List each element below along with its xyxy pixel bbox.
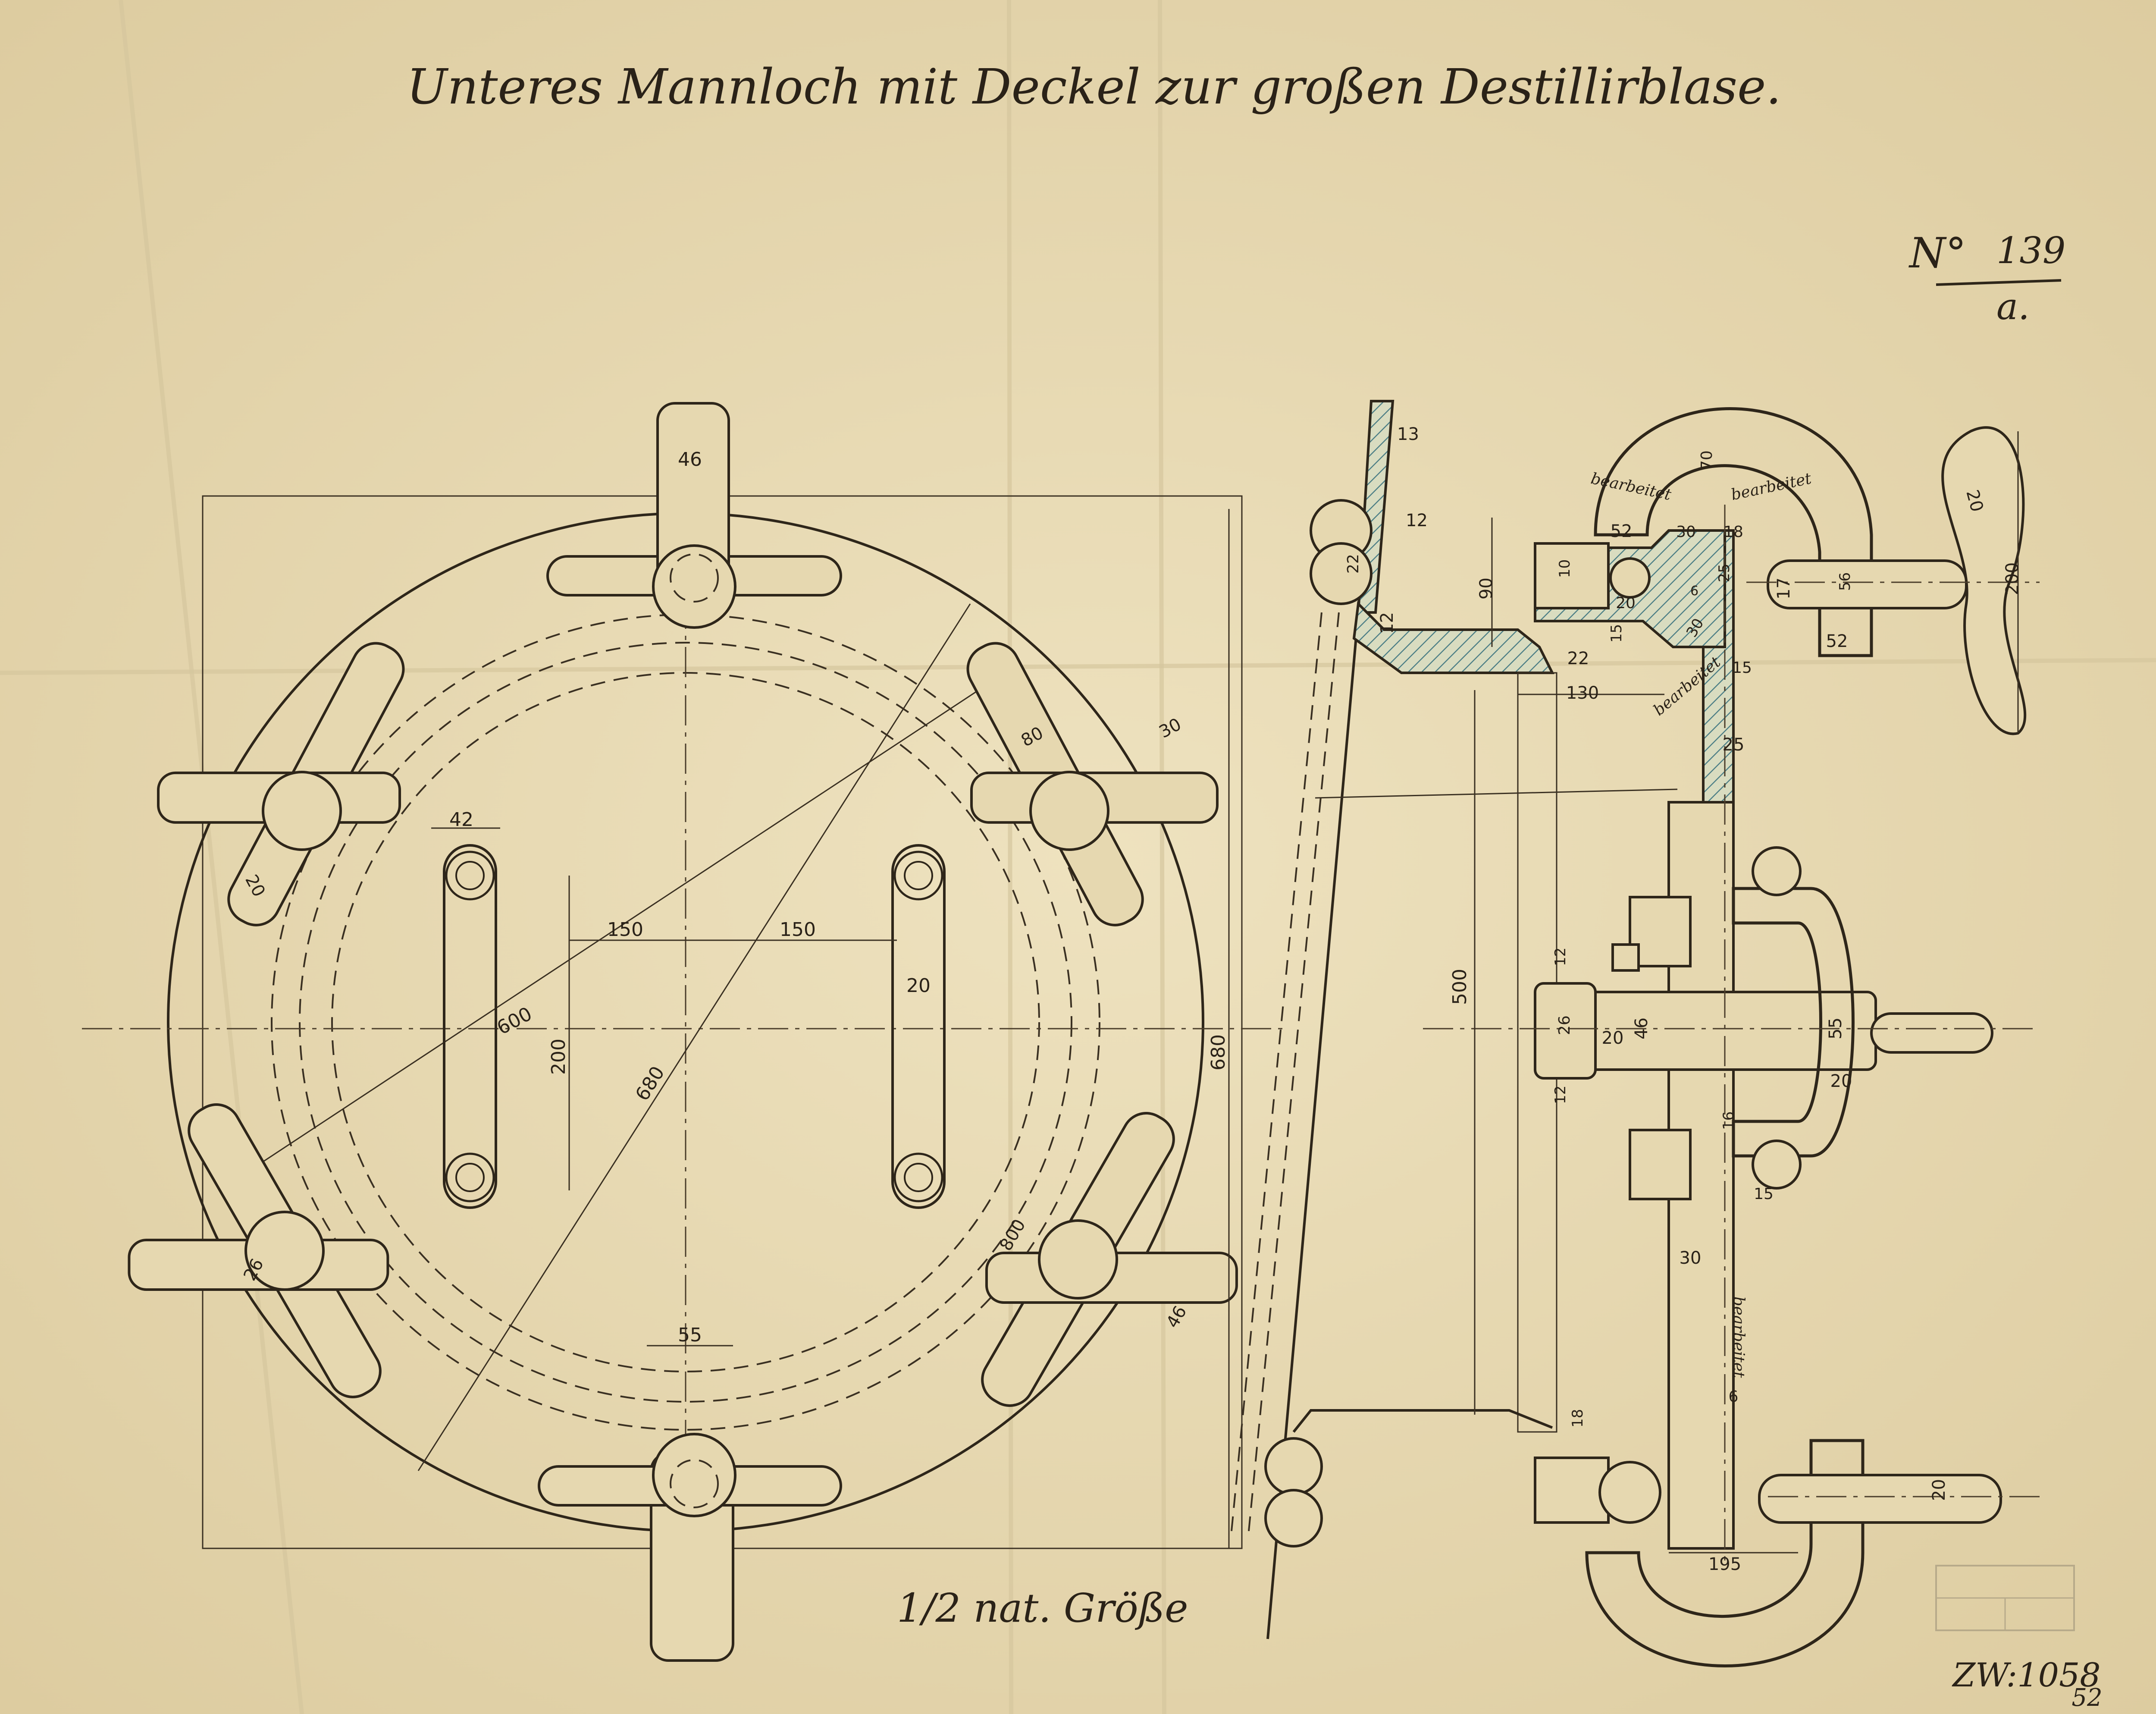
- dim-label: 150: [780, 919, 816, 941]
- inner-handle-right: [891, 844, 946, 1209]
- dim-label: 56: [1836, 572, 1854, 591]
- dim-label: 200: [2002, 562, 2022, 595]
- dim-label: 20: [1602, 1028, 1624, 1048]
- dim-label: 70: [1698, 450, 1716, 470]
- dim-label: 46: [678, 449, 702, 471]
- dim-label: 90: [1476, 578, 1496, 600]
- clamp-top: [546, 402, 842, 629]
- dim-label: 55: [678, 1324, 702, 1346]
- dim-label: 22: [1344, 554, 1362, 574]
- hinge-bracket: [1732, 887, 1855, 1158]
- archive-number: ZW:1058: [1952, 1656, 2100, 1694]
- dim-label: 150: [607, 919, 643, 941]
- dim-label: 26: [1556, 1015, 1573, 1035]
- sheet-number-block: N° 139 a.: [1908, 229, 2065, 328]
- dim-label: 30: [1680, 1248, 1702, 1268]
- clamp-lower-right: [981, 1112, 1238, 1407]
- dim-label: 12: [1377, 612, 1397, 634]
- dim-label: 18: [1569, 1409, 1586, 1428]
- dim-label: 6: [1729, 1388, 1739, 1406]
- dim-label: 16: [1720, 1111, 1737, 1130]
- dim-label: 13: [1397, 424, 1419, 444]
- dim-label: 52: [1826, 631, 1848, 651]
- clamp-lower-left: [128, 1103, 389, 1398]
- sheet-suffix: a.: [1996, 286, 2030, 328]
- plan-view: 46 42 150 150 20 200 600 680 680 55 20 2…: [82, 402, 1285, 1662]
- clamp-upper-right: [966, 642, 1219, 926]
- dim-label: 200: [548, 1039, 570, 1075]
- dim-label: 15: [1732, 659, 1752, 677]
- dim-label: 22: [1567, 649, 1589, 669]
- diameter-line-680: [417, 603, 971, 1471]
- dim-label: 20: [1616, 594, 1636, 612]
- clamp-bottom: [538, 1433, 842, 1662]
- dim-label: 6: [1690, 584, 1698, 599]
- sheet-number: 139: [1996, 229, 2065, 272]
- archive-suffix: 52: [2071, 1684, 2102, 1712]
- dim-label: 20: [906, 975, 931, 997]
- sheet-number-prefix: N°: [1908, 229, 1966, 277]
- dim-label: 20: [1929, 1479, 1949, 1501]
- fold-crease: [119, 0, 304, 1714]
- dim-label: 52: [1611, 521, 1633, 541]
- dim-label: 25: [1716, 564, 1733, 582]
- dim-label: 12: [1552, 948, 1569, 966]
- dim-label: 17: [1774, 578, 1794, 600]
- scale-note: 1/2 nat. Größe: [897, 1585, 1188, 1631]
- clamp-upper-left: [157, 642, 405, 926]
- dim-label: 680: [1207, 1034, 1229, 1070]
- fold-crease: [1007, 0, 1013, 1714]
- dim-label: 130: [1566, 683, 1599, 703]
- dim-label: 15: [1754, 1185, 1774, 1203]
- dim-label: 42: [449, 809, 473, 831]
- drawing-title: Unteres Mannloch mit Deckel zur großen D…: [407, 59, 1781, 115]
- fold-crease: [1158, 0, 1166, 1714]
- sheet-number-rule: [1936, 279, 2062, 286]
- dim-label: 25: [1723, 735, 1745, 755]
- dim-label: 12: [1552, 1086, 1569, 1104]
- gasket-ellipse-middle: [299, 642, 1072, 1403]
- ring-angle: [1352, 601, 1554, 674]
- dim-label: 18: [1724, 523, 1743, 541]
- clamp-bow-top: [1594, 407, 1873, 657]
- dim-label: 46: [1632, 1017, 1651, 1039]
- archive-stamp: [1935, 1565, 2075, 1631]
- dim-label: 12: [1406, 511, 1428, 531]
- machining-note: bearbeitet: [1730, 1296, 1747, 1378]
- dim-label: 20: [1830, 1071, 1852, 1091]
- inner-handle-left: [443, 844, 497, 1209]
- dim-label: 30: [1676, 523, 1696, 541]
- clamp-bow-bottom: [1585, 1439, 1865, 1667]
- dim-label: 55: [1826, 1017, 1846, 1039]
- dim-label: 15: [1608, 624, 1625, 643]
- dim-label: 195: [1708, 1554, 1741, 1574]
- dim-label: 10: [1556, 559, 1573, 578]
- dim-label: 500: [1449, 969, 1471, 1005]
